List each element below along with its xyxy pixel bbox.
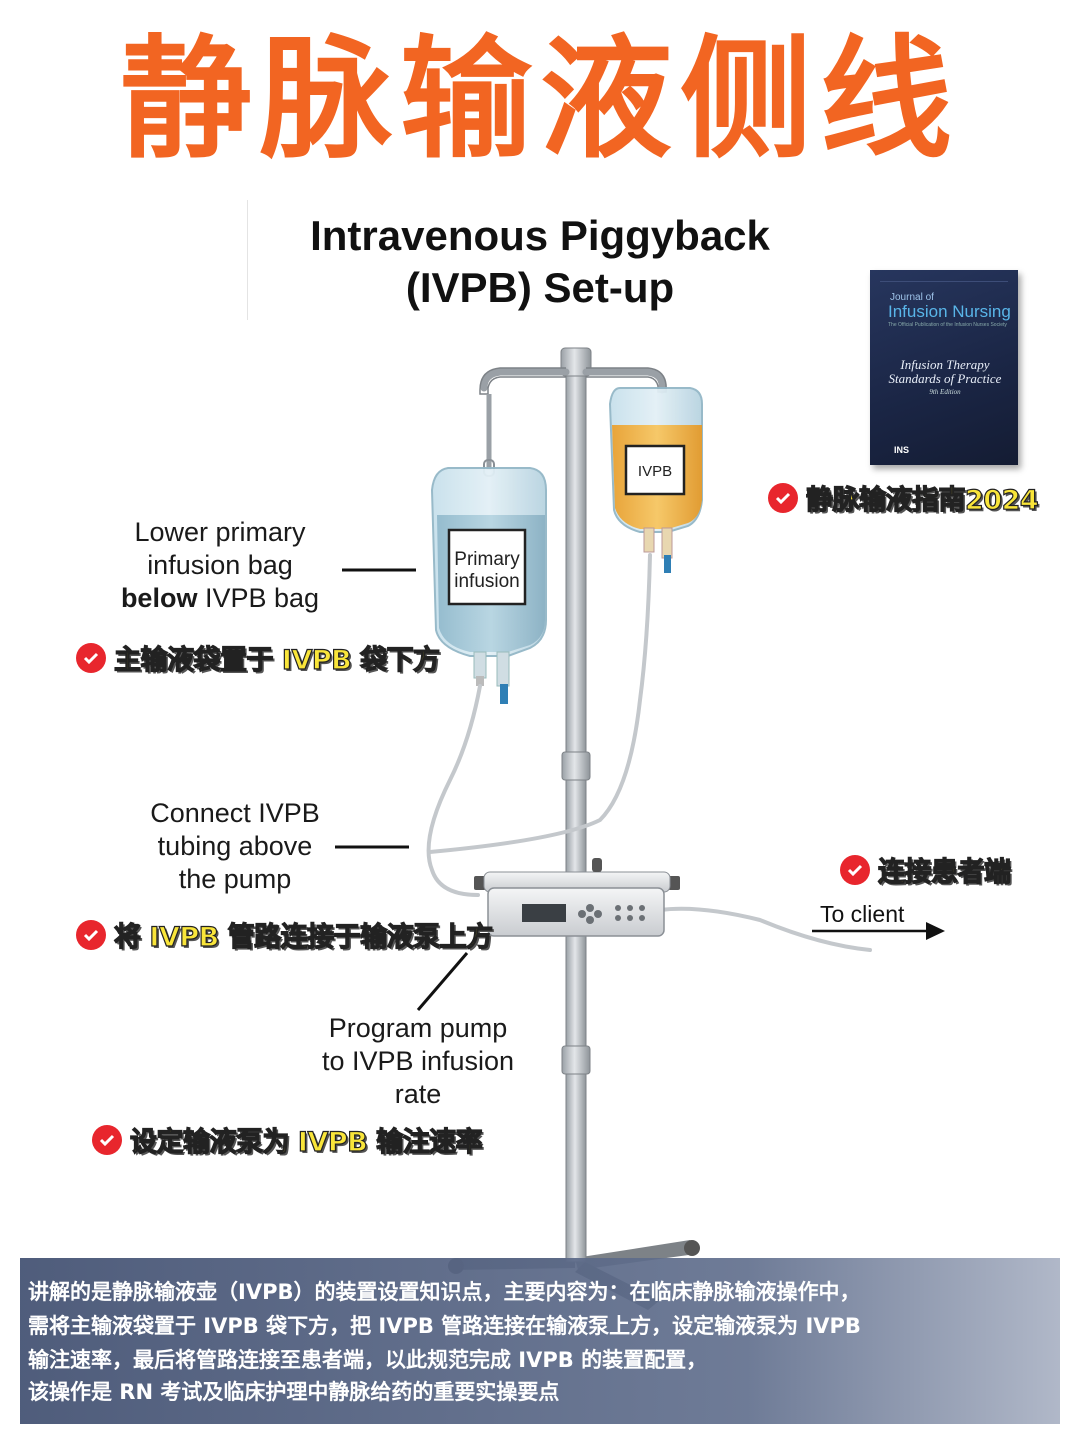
ivpb-bag-label: IVPB — [638, 463, 672, 480]
ins-logo: INS — [894, 445, 910, 455]
leader-lines — [335, 568, 469, 1011]
label-lower-rest: IVPB bag — [197, 583, 320, 613]
journal-cover-header-bar — [880, 276, 1008, 282]
cn-note-guideline: 静脉输液指南2024 — [768, 478, 1039, 517]
cn-note-patient-end: 连接患者端 — [840, 850, 1012, 889]
check-badge-icon — [76, 642, 106, 673]
check-badge-icon — [840, 854, 870, 885]
cn-note-connect-text: 将 IVPB 管路连接于输液泵上方 — [113, 921, 493, 953]
cn-note-connect: 将 IVPB 管路连接于输液泵上方 — [76, 915, 494, 954]
footer-line1: 讲解的是静脉输液壶（IVPB）的装置设置知识点，主要内容为：在临床静脉输液操作中… — [28, 1280, 861, 1304]
diagram-title-line2: (IVPB) Set-up — [405, 264, 675, 311]
footer-line4: 该操作是 RN 考试及临床护理中静脉给药的重要实操要点 — [28, 1380, 560, 1404]
cn-note-program: 设定输液泵为 IVPB 输注速率 — [92, 1120, 483, 1159]
primary-infusion-bag — [430, 467, 547, 704]
journal-title-line1: Infusion Therapy — [900, 357, 990, 372]
check-badge-icon — [768, 482, 798, 513]
check-badge-icon — [76, 919, 106, 950]
primary-bag-label-line2: infusion — [454, 571, 520, 592]
journal-title-line2: Standards of Practice — [888, 371, 1002, 386]
diagram-title: Intravenous Piggyback (IVPB) Set-up — [250, 210, 830, 314]
cn-note-lower-bag-text: 主输液袋置于 IVPB 袋下方 — [113, 644, 440, 676]
label-lower-line3: below IVPB bag — [100, 582, 340, 615]
cn-note-guideline-text: 静脉输液指南2024 — [805, 484, 1039, 516]
label-connect-line2: tubing above — [157, 831, 313, 861]
footer-line2: 需将主输液袋置于 IVPB 袋下方，把 IVPB 管路连接在输液泵上方，设定输液… — [28, 1314, 861, 1338]
footer-explanation-panel: 讲解的是静脉输液壶（IVPB）的装置设置知识点，主要内容为：在临床静脉输液操作中… — [20, 1258, 1060, 1424]
divider-line — [247, 200, 248, 320]
journal-cover-image: Journal of Infusion Nursing The Official… — [870, 270, 1018, 465]
banner-title: 静脉输液侧线 — [120, 23, 960, 177]
label-lower-primary-bag: Lower primary infusion bag below IVPB ba… — [100, 516, 340, 615]
label-connect-line3: the pump — [178, 864, 292, 894]
to-client-arrow — [812, 922, 945, 940]
journal-name-text: Infusion Nursing — [888, 302, 1011, 321]
journal-of-text: Journal of — [890, 292, 934, 303]
label-lower-line2: infusion bag — [147, 550, 293, 580]
footer-line3: 输注速率，最后将管路连接至患者端，以此规范完成 IVPB 的装置配置， — [28, 1348, 708, 1372]
iv-pole — [565, 351, 587, 1263]
label-program-line1: Program pump — [328, 1013, 508, 1043]
label-connect-line1: Connect IVPB — [150, 798, 320, 828]
journal-edition-text: 9th Edition — [929, 388, 961, 396]
to-client-label: To client — [820, 901, 905, 927]
check-badge-icon — [92, 1124, 122, 1155]
pole-hanger — [480, 368, 666, 394]
cn-note-patient-end-text: 连接患者端 — [877, 856, 1011, 888]
label-program-pump: Program pump to IVPB infusion rate — [298, 1012, 538, 1111]
diagram-title-line1: Intravenous Piggyback — [310, 212, 770, 259]
label-connect-ivpb: Connect IVPB tubing above the pump — [115, 797, 355, 896]
journal-subtitle-text: The Official Publication of the Infusion… — [888, 322, 1007, 328]
journal-title-text: Infusion Therapy Standards of Practice — [882, 358, 1008, 386]
label-lower-bold: below — [120, 583, 198, 613]
cn-note-lower-bag: 主输液袋置于 IVPB 袋下方 — [76, 638, 441, 677]
cn-note-program-text: 设定输液泵为 IVPB 输注速率 — [129, 1126, 483, 1158]
label-lower-line1: Lower primary — [134, 517, 306, 547]
infusion-pump — [474, 858, 680, 937]
primary-bag-label-line1: Primary — [454, 549, 520, 570]
label-program-line2: to IVPB infusion — [321, 1046, 515, 1076]
ivpb-bag — [608, 387, 703, 573]
iv-tubing — [426, 553, 872, 952]
label-program-line3: rate — [394, 1079, 442, 1109]
